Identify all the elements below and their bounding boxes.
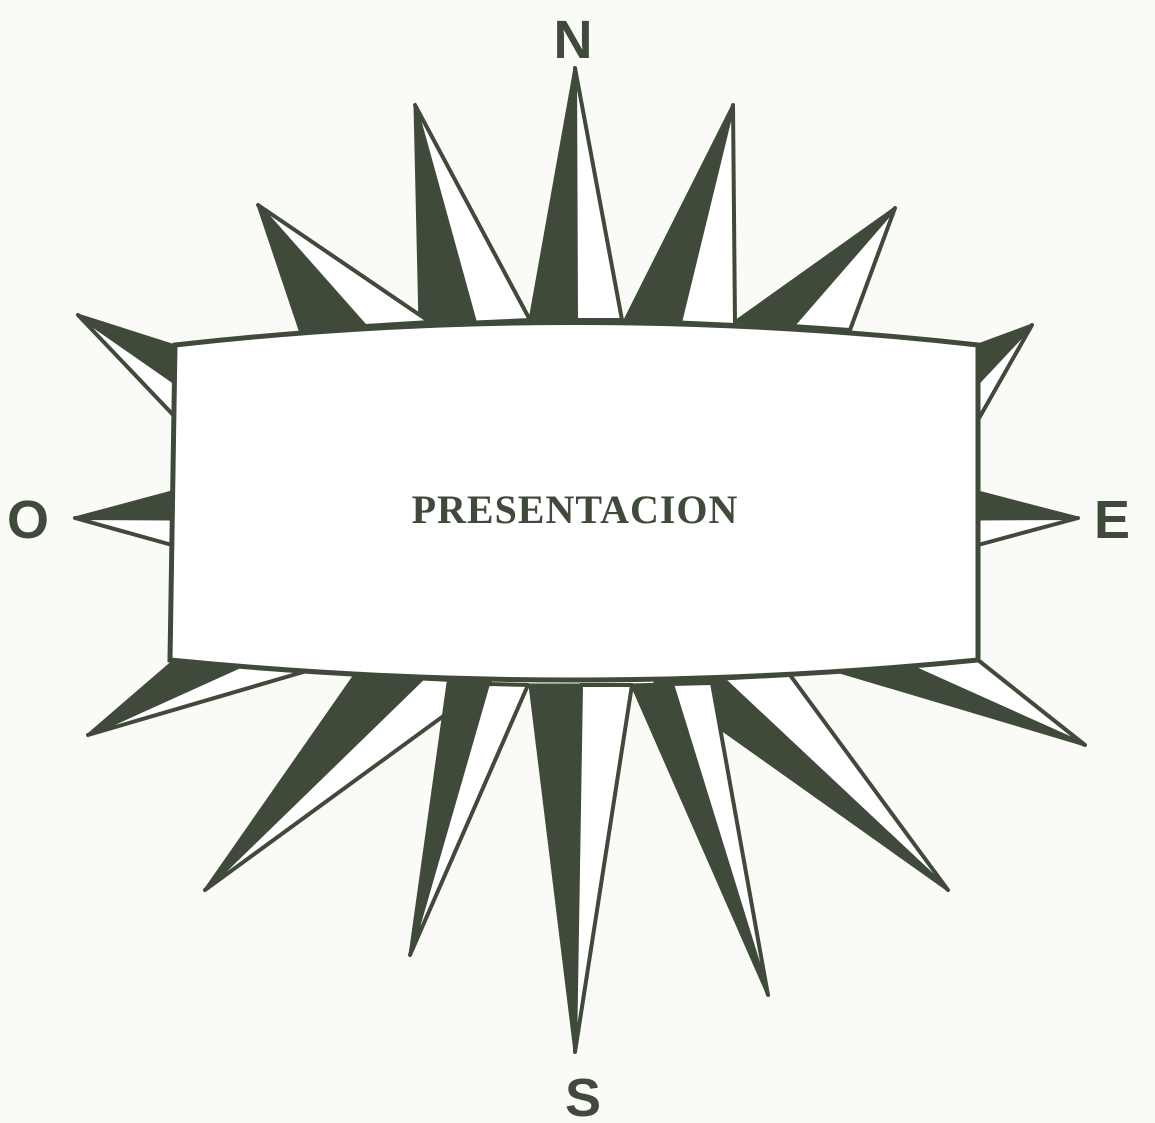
ray-w-light-half — [75, 518, 172, 545]
ray-ese-light-half — [909, 660, 1085, 745]
ray-e-light-half — [978, 518, 1078, 545]
ray-e-dark-half — [978, 492, 1078, 519]
east-label: E — [1094, 490, 1130, 550]
banner-title: PRESENTACION — [412, 487, 739, 532]
west-label: O — [7, 490, 49, 550]
ray-s-dark-half — [530, 685, 581, 1052]
ray-s-light-half — [575, 685, 632, 1052]
ray-se-light-half — [723, 675, 949, 890]
south-label: S — [565, 1068, 601, 1123]
north-label: N — [554, 10, 593, 70]
ray-n-dark-half — [530, 68, 576, 320]
ray-w-dark-half — [75, 492, 172, 519]
ray-n-light-half — [575, 68, 622, 320]
